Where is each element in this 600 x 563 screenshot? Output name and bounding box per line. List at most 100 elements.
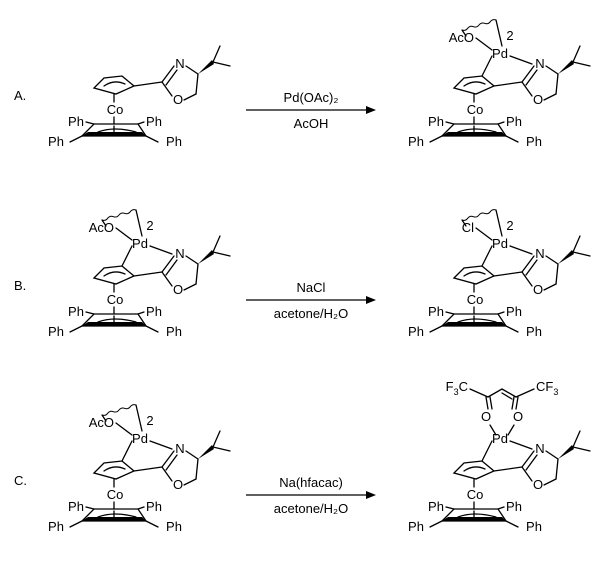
ligand-label: AcO — [449, 30, 474, 45]
ph-bond-lr — [145, 325, 159, 333]
bridge-wavy — [461, 209, 497, 221]
cp-oxazoline-bond — [133, 81, 163, 87]
reagent-bottom: AcOH — [294, 116, 329, 131]
c-n-bond — [161, 255, 175, 273]
cb-ring-arc — [97, 318, 137, 323]
reagent-top: NaCl — [297, 280, 326, 295]
ph-bond-ul — [85, 121, 95, 125]
reaction-arrow: Na(hfacac)acetone/H₂O — [246, 475, 376, 516]
phenyl-label-ul: Ph — [68, 114, 84, 129]
c-n-double-bond — [165, 454, 178, 471]
c4-c5-bond — [195, 458, 199, 480]
isopropyl-bond-right — [212, 61, 231, 67]
cobalt-atom: Co — [107, 292, 124, 307]
c-n-double-bond — [165, 259, 178, 276]
ligand-pd-bond — [115, 227, 133, 241]
dimer-count: 2 — [146, 218, 153, 233]
bridge-wavy — [101, 209, 137, 221]
isopropyl-bond-right — [572, 446, 591, 452]
cp-oxazoline-bond — [133, 466, 163, 472]
isopropyl-wedge — [558, 250, 574, 264]
dimer-count: 2 — [146, 413, 153, 428]
isopropyl-bond-up — [212, 235, 221, 253]
n-c4-bond — [185, 255, 199, 265]
o-c2-bond — [161, 466, 173, 482]
c-o-right-double — [511, 396, 515, 410]
palladium-atom: Pd — [492, 236, 508, 251]
isopropyl-bond-right — [572, 61, 591, 67]
cb-front-wedge — [442, 517, 506, 521]
bridge-link-left — [461, 29, 467, 37]
phenyl-label-ll: Ph — [408, 324, 424, 339]
phenyl-label-lr: Ph — [526, 134, 542, 149]
cp-pd-bond — [481, 55, 493, 77]
phenyl-label-lr: Ph — [526, 324, 542, 339]
c-n-bond — [521, 65, 535, 83]
phenyl-label-ll: Ph — [408, 134, 424, 149]
cobalt-atom: Co — [467, 487, 484, 502]
c-c-left — [487, 388, 503, 398]
c-n-double-bond — [525, 69, 538, 86]
nitrogen-atom: N — [175, 56, 184, 71]
bridge-link-left — [101, 414, 107, 422]
c-n-double-bond — [525, 259, 538, 276]
cb-ring-arc — [97, 513, 137, 518]
cp-ring-arc — [103, 81, 126, 87]
o-c2-bond — [161, 271, 173, 287]
phenyl-label-ll: Ph — [48, 324, 64, 339]
ph-bond-ul — [445, 121, 455, 125]
c4-c5-bond — [195, 73, 199, 95]
c5-o-bond — [183, 93, 197, 101]
pd-n-bond — [149, 440, 173, 450]
ph-bond-ll — [429, 520, 443, 528]
o-c2-bond — [161, 81, 173, 97]
phenyl-label-lr: Ph — [166, 324, 182, 339]
pd-n-bond — [509, 440, 533, 450]
pd-n-bond — [149, 245, 173, 255]
reagent-bottom: acetone/H₂O — [274, 501, 348, 516]
ph-bond-ur — [137, 506, 145, 510]
bridge-link-left — [461, 219, 467, 227]
cb-ring-arc — [97, 128, 137, 133]
ph-bond-ul — [85, 311, 95, 315]
cyclopentadienyl-ring — [92, 265, 136, 285]
c-c-right — [501, 388, 517, 398]
cyclopentadienyl-ring — [452, 460, 496, 480]
phenyl-label-lr: Ph — [526, 519, 542, 534]
reaction-arrow: NaCl acetone/H₂O — [246, 280, 376, 321]
reagent-bottom: acetone/H₂O — [274, 306, 348, 321]
n-c4-bond — [185, 65, 199, 75]
cp-pd-bond — [121, 440, 133, 462]
n-c4-bond — [545, 450, 559, 460]
c4-c5-bond — [195, 263, 199, 285]
row-label: A. — [14, 88, 26, 103]
nitrogen-atom: N — [535, 246, 544, 261]
isopropyl-bond-up — [572, 45, 581, 63]
oxazoline-oxygen: O — [533, 282, 543, 297]
phenyl-label-ul: Ph — [428, 304, 444, 319]
row-label: C. — [14, 473, 27, 488]
isopropyl-wedge — [558, 60, 574, 74]
isopropyl-bond-up — [212, 430, 221, 448]
c4-c5-bond — [555, 263, 559, 285]
ph-bond-ur — [137, 311, 145, 315]
cobalt-atom: Co — [107, 487, 124, 502]
palladium-atom: Pd — [492, 46, 508, 61]
ph-bond-ur — [137, 121, 145, 125]
ligand-label: AcO — [89, 220, 114, 235]
phenyl-label-ur: Ph — [146, 114, 162, 129]
ph-bond-lr — [145, 135, 159, 143]
cp-pd-bond — [481, 245, 493, 267]
cyclopentadienyl-ring — [92, 460, 136, 480]
phenyl-label-ll: Ph — [48, 134, 64, 149]
c4-c5-bond — [555, 458, 559, 480]
n-c4-bond — [545, 65, 559, 75]
c-o-left — [485, 396, 489, 410]
